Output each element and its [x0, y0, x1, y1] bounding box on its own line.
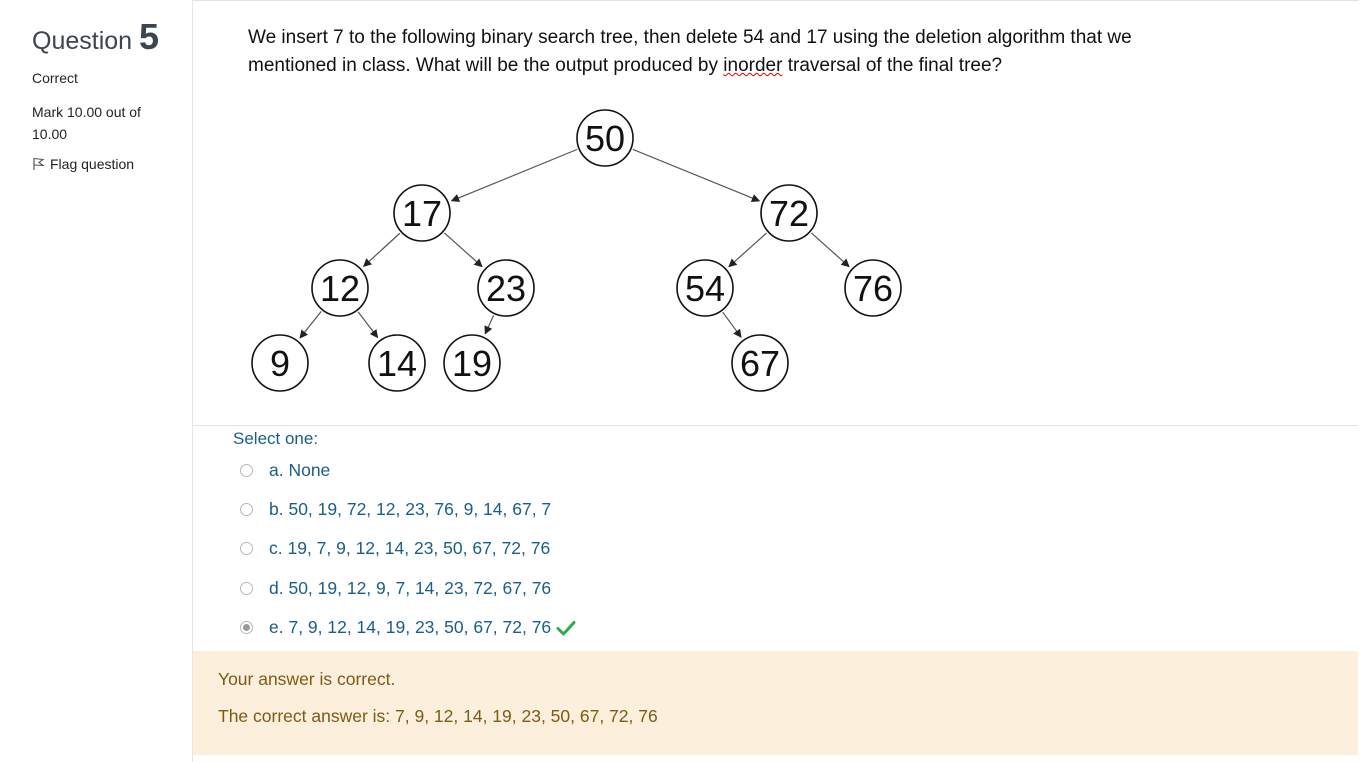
option-e-label: e. 7, 9, 12, 14, 19, 23, 50, 67, 72, 76 [269, 617, 552, 637]
option-c-label: c. 19, 7, 9, 12, 14, 23, 50, 67, 72, 76 [269, 538, 551, 558]
option-c-radio[interactable] [240, 542, 253, 555]
tree-edge-17-23 [443, 232, 483, 268]
question-text-part2: traversal of the final tree? [782, 55, 1003, 76]
question-state: Correct [32, 70, 78, 86]
question-text: We insert 7 to the following binary sear… [248, 24, 1168, 80]
tree-node-label: 23 [486, 268, 526, 309]
top-rule [0, 0, 1359, 2]
tree-node-circle [477, 259, 535, 317]
tree-node-label: 67 [740, 343, 780, 384]
tree-node-circle [760, 184, 818, 242]
content-separator [193, 425, 1358, 426]
tree-edge-54-67 [722, 311, 742, 338]
tree-edge-23-19 [484, 315, 495, 335]
flag-question-link[interactable]: Flag question [32, 156, 134, 172]
tree-node-circle [731, 334, 789, 392]
option-a-label: a. None [269, 460, 331, 480]
check-icon [556, 620, 576, 635]
question-grade: Mark 10.00 out of 10.00 [32, 104, 141, 142]
tree-edge-72-54 [728, 232, 768, 268]
tree-node-54: 54 [676, 259, 734, 317]
option-a[interactable]: a. None [240, 460, 330, 481]
option-b-radio[interactable] [240, 503, 253, 516]
tree-node-circle [844, 259, 902, 317]
tree-node-19: 19 [443, 334, 501, 392]
feedback-correct-answer: The correct answer is: 7, 9, 12, 14, 19,… [218, 706, 658, 726]
tree-node-label: 50 [585, 118, 625, 159]
option-a-radio[interactable] [240, 464, 253, 477]
option-b-label: b. 50, 19, 72, 12, 23, 76, 9, 14, 67, 7 [269, 499, 552, 519]
tree-node-circle [393, 184, 451, 242]
question-info-panel: Question 5 Correct Mark 10.00 out of 10.… [0, 0, 192, 762]
option-e[interactable]: e. 7, 9, 12, 14, 19, 23, 50, 67, 72, 76 [240, 617, 576, 638]
tree-edge-12-9 [299, 311, 322, 339]
question-text-underlined: inorder [723, 55, 783, 76]
flag-question-label: Flag question [50, 156, 135, 172]
flag-icon [33, 157, 45, 170]
tree-edge-12-14 [357, 311, 379, 339]
tree-node-72: 72 [760, 184, 818, 242]
tree-node-label: 12 [320, 268, 360, 309]
question-text-part1: We insert 7 to the following binary sear… [248, 27, 1132, 76]
tree-node-circle [576, 109, 634, 167]
select-one-prompt: Select one: [233, 429, 319, 448]
tree-node-circle [251, 334, 309, 392]
panel-divider [192, 0, 193, 762]
tree-edge-72-76 [810, 232, 850, 268]
option-d-radio[interactable] [240, 582, 253, 595]
option-b[interactable]: b. 50, 19, 72, 12, 23, 76, 9, 14, 67, 7 [240, 499, 551, 520]
tree-node-circle [443, 334, 501, 392]
tree-node-label: 54 [685, 268, 725, 309]
tree-node-67: 67 [731, 334, 789, 392]
feedback-box: Your answer is correct. The correct answ… [193, 651, 1358, 755]
tree-node-label: 76 [853, 268, 893, 309]
tree-edge-17-12 [362, 232, 401, 267]
tree-node-circle [368, 334, 426, 392]
option-d-label: d. 50, 19, 12, 9, 7, 14, 23, 72, 67, 76 [269, 578, 552, 598]
tree-node-label: 14 [377, 343, 417, 384]
question-number: 5 [139, 16, 160, 57]
tree-node-76: 76 [844, 259, 902, 317]
option-d[interactable]: d. 50, 19, 12, 9, 7, 14, 23, 72, 67, 76 [240, 578, 551, 599]
question-word: Question [32, 27, 133, 55]
feedback-status: Your answer is correct. [218, 669, 396, 689]
tree-node-label: 17 [402, 193, 442, 234]
tree-node-circle [676, 259, 734, 317]
question-number-heading: Question 5 [32, 16, 159, 58]
tree-node-14: 14 [368, 334, 426, 392]
tree-node-9: 9 [251, 334, 309, 392]
tree-node-circle [311, 259, 369, 317]
binary-search-tree-diagram: 50 17 72 12 23 54 76 9 14 19 67 [251, 109, 902, 392]
option-e-radio[interactable] [240, 621, 253, 634]
tree-node-23: 23 [477, 259, 535, 317]
option-c[interactable]: c. 19, 7, 9, 12, 14, 23, 50, 67, 72, 76 [240, 538, 550, 559]
tree-node-label: 72 [769, 193, 809, 234]
tree-edge-50-17 [450, 148, 578, 202]
tree-node-12: 12 [311, 259, 369, 317]
tree-node-label: 9 [270, 343, 290, 384]
tree-edge-50-72 [632, 148, 761, 202]
tree-node-17: 17 [393, 184, 451, 242]
tree-node-50: 50 [576, 109, 634, 167]
tree-node-label: 19 [452, 343, 492, 384]
